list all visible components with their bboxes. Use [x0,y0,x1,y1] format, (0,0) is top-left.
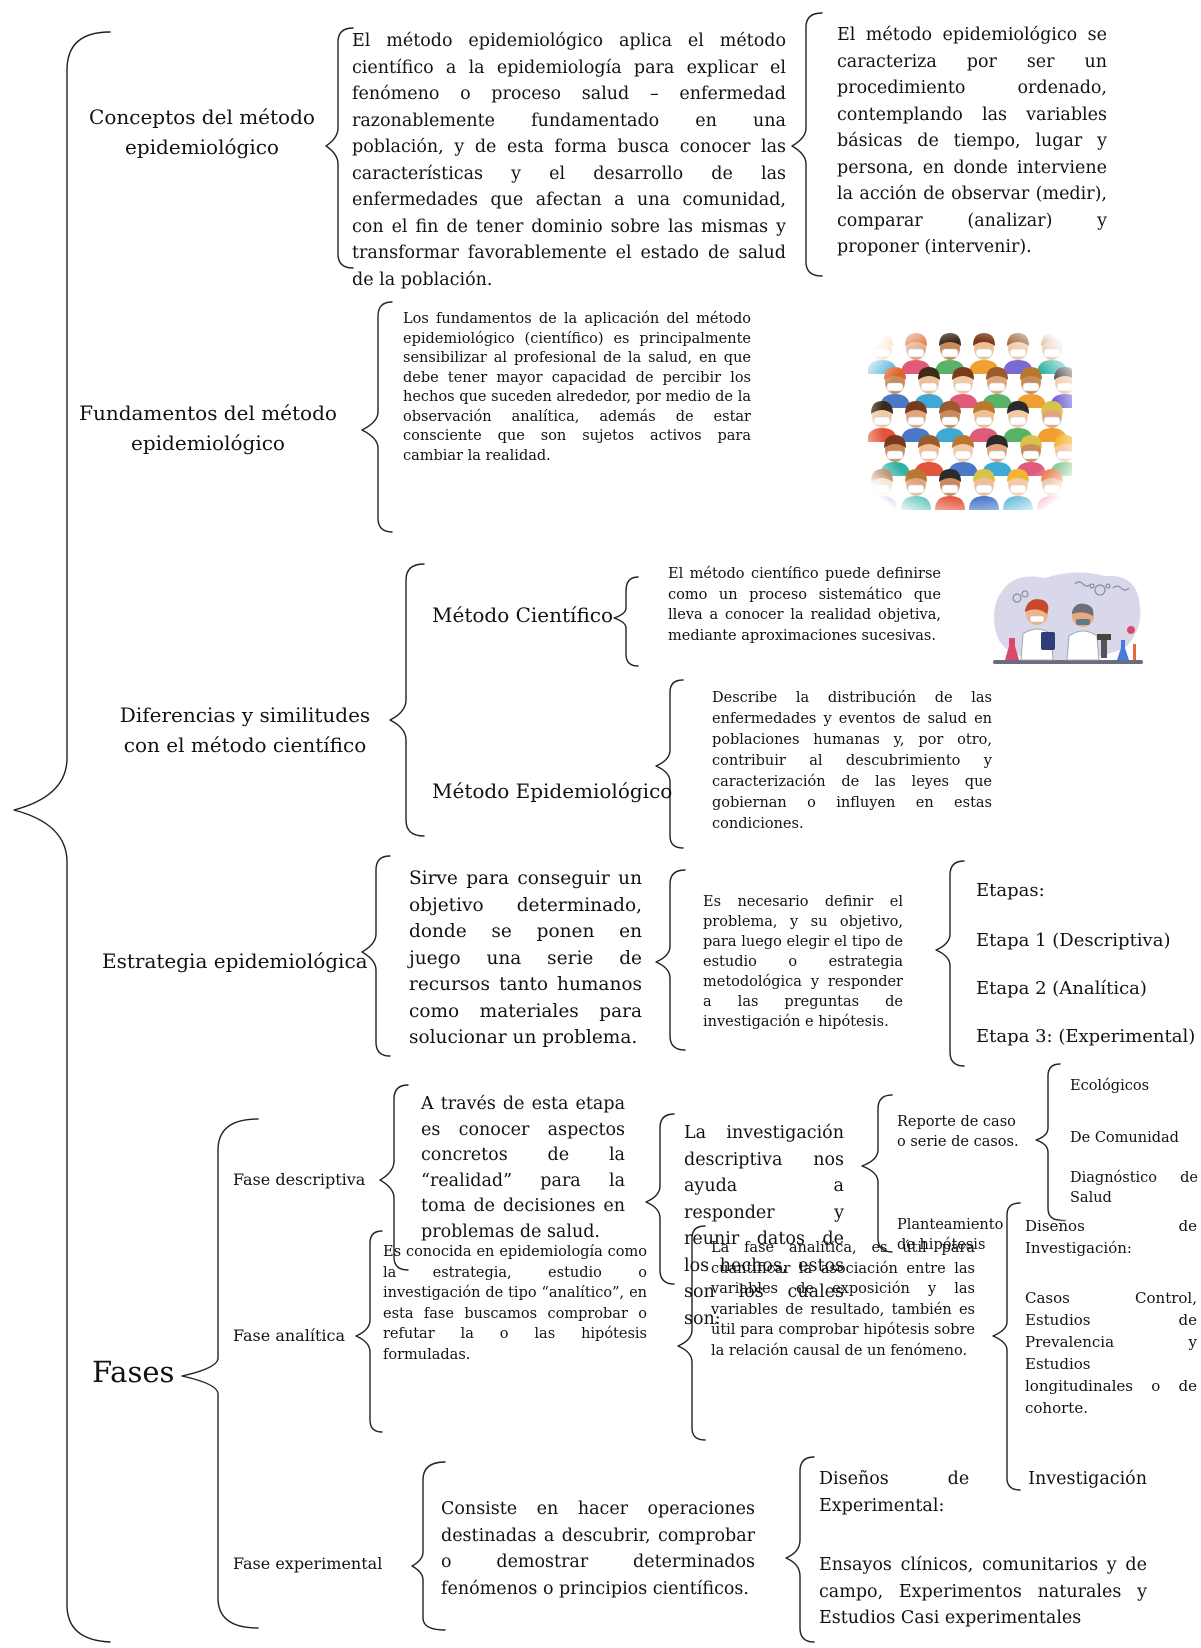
conceptos-text-1: El método epidemiológico aplica el métod… [352,31,786,290]
laboratory-scientists-illustration [993,572,1143,664]
analitica-disenos-text: Casos Control, Estudios de Prevalencia y… [1025,1289,1197,1417]
bracket-reporte-items [1035,1063,1061,1221]
fundamentos-text: Los fundamentos de la aplicación del mét… [403,311,751,464]
fase-analitica-text-1: Es conocida en epidemiología como la est… [383,1244,647,1363]
fundamentos-label: Fundamentos del método epidemiológico [79,401,337,455]
fase-analitica-label: Fase analítica [233,1326,345,1345]
masked-crowd-illustration [868,328,1072,510]
etapa-2: Etapa 2 (Analítica) [976,978,1147,999]
master-bracket [13,31,111,1643]
conceptos-text-2: El método epidemiológico se caracteriza … [837,25,1107,257]
bracket-fundamentos [361,301,393,533]
bracket-experimental-2 [785,1456,815,1643]
bracket-etapas [935,860,965,1067]
bracket-conceptos-2 [791,12,823,277]
bracket-metodo-cientifico-label [613,576,639,667]
reporte-item-comunidad: De Comunidad [1070,1130,1179,1146]
etapas-title: Etapas: [976,880,1045,901]
experimental-disenos-title: Diseños de Investigación Experimental: [819,1469,1147,1516]
estrategia-text-1: Sirve para conseguir un objetivo determi… [409,868,642,1048]
bracket-diferencias [389,563,425,837]
bracket-conceptos-1 [325,27,354,269]
experimental-disenos-text: Ensayos clínicos, comunitarios y de camp… [819,1555,1147,1628]
bracket-metodo-epidemiologico-text [655,679,684,849]
bracket-estrategia-2 [655,869,686,1051]
diferencias-label: Diferencias y similitudes con el método … [119,703,371,757]
fase-experimental-text: Consiste en hacer operaciones destinadas… [441,1499,755,1599]
reporte-item-diagnostico: Diagnóstico de Salud [1070,1170,1198,1206]
analitica-disenos-title: Diseños de Investigación: [1025,1217,1197,1257]
etapa-1: Etapa 1 (Descriptiva) [976,930,1171,951]
fases-label: Fases [92,1355,175,1389]
bracket-descriptiva-3 [861,1094,893,1253]
metodo-epidemiologico-text: Describe la distribución de las enfermed… [712,690,992,832]
bracket-descriptiva-2 [645,1113,675,1285]
estrategia-label: Estrategia epidemiológica [102,949,368,973]
fase-experimental-label: Fase experimental [233,1554,383,1573]
bracket-fase-analitica [355,1230,383,1433]
reporte-caso: Reporte de caso o serie de casos. [897,1114,1019,1150]
planteamiento-hipotesis: Planteamiento de hipótesis [897,1217,1004,1253]
fase-descriptiva-text-1: A través de esta etapa es conocer aspect… [421,1094,625,1242]
estrategia-text-2: Es necesario definir el problema, y su o… [703,894,903,1030]
metodo-cientifico-text: El método científico puede definirse com… [668,566,941,644]
fase-descriptiva-label: Fase descriptiva [233,1170,366,1189]
reporte-item-ecologicos: Ecológicos [1070,1078,1150,1094]
fase-descriptiva-text-2: La investigación descriptiva nos ayuda a… [684,1123,844,1329]
metodo-cientifico-label: Método Científico [432,603,614,627]
conceptos-label: Conceptos del método epidemiológico [89,105,315,159]
fase-analitica-text-2: La fase analítica, es útil para cuantifi… [711,1240,975,1359]
metodo-epidemiologico-label: Método Epidemiológico [432,779,673,803]
etapa-3: Etapa 3: (Experimental) [976,1026,1196,1047]
